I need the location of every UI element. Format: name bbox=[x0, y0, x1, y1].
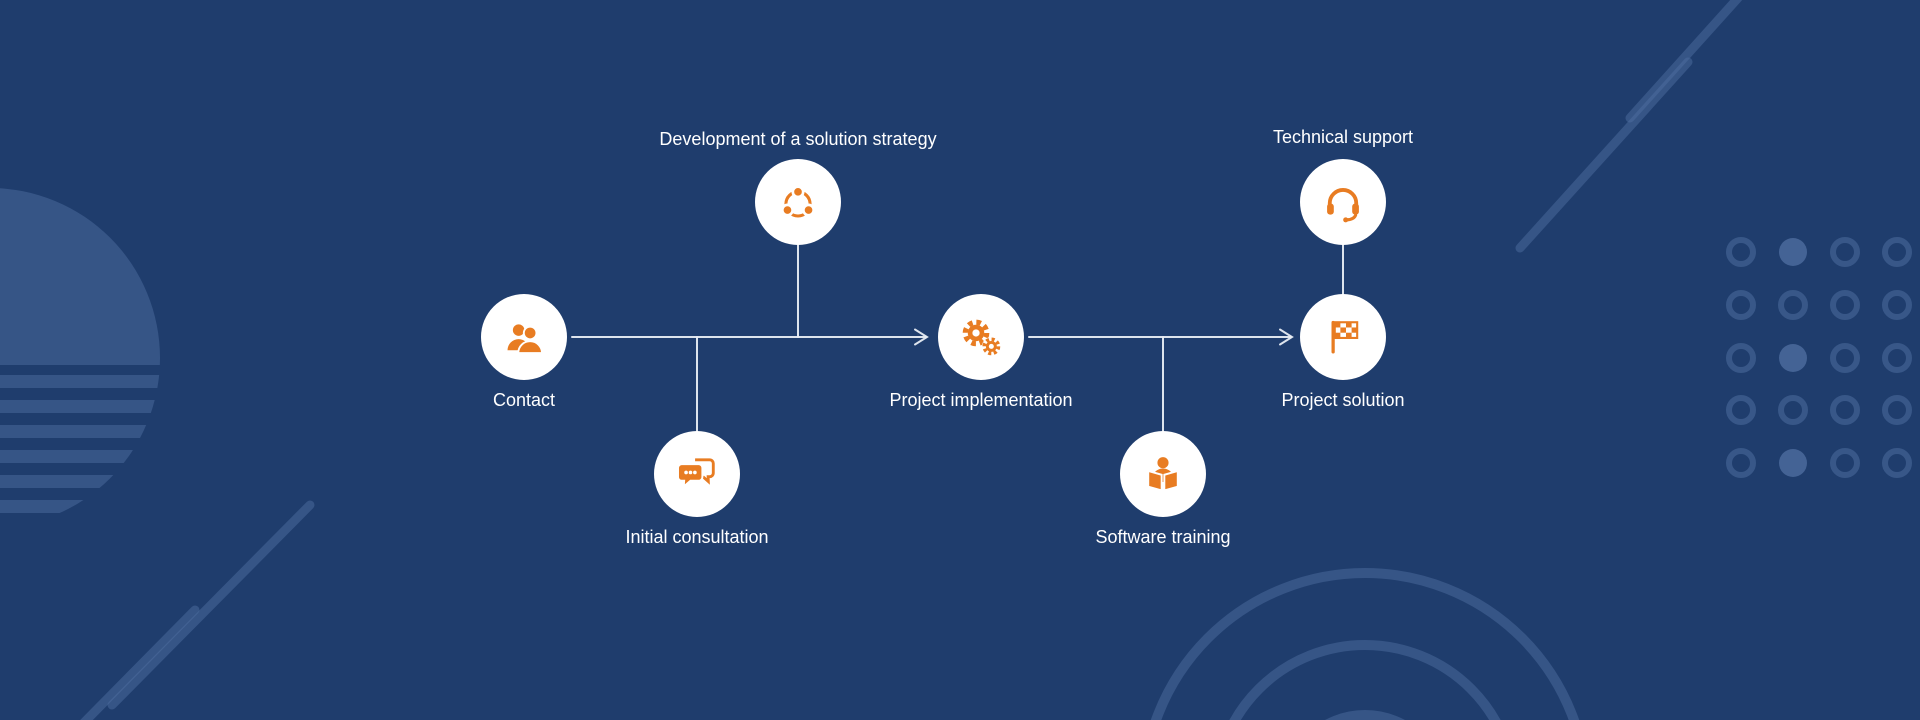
step-label-project-solution: Project solution bbox=[1281, 390, 1405, 410]
arrowhead-1 bbox=[914, 328, 929, 346]
step-label-contact: Contact bbox=[492, 390, 556, 410]
step-node-project-solution bbox=[1300, 294, 1386, 380]
open-book-reader-icon bbox=[1147, 457, 1179, 492]
step-label-software-training: Software training bbox=[1095, 527, 1231, 547]
arrowhead-2 bbox=[1279, 328, 1294, 346]
step-label-initial-consultation: Initial consultation bbox=[625, 527, 769, 547]
step-node-solution-strategy bbox=[755, 159, 841, 245]
chat-bubbles-icon bbox=[677, 458, 715, 489]
step-label-project-implementation: Project implementation bbox=[889, 390, 1073, 410]
step-node-technical-support bbox=[1300, 159, 1386, 245]
users-icon bbox=[507, 324, 543, 355]
concentric-circles-decoration bbox=[1150, 568, 1580, 720]
network-nodes-icon bbox=[780, 185, 816, 218]
headset-icon bbox=[1327, 188, 1359, 223]
step-node-contact bbox=[481, 294, 567, 380]
step-label-technical-support: Technical support bbox=[1272, 127, 1414, 147]
step-node-initial-consultation bbox=[654, 431, 740, 517]
step-node-project-implementation bbox=[938, 294, 1024, 380]
step-label-solution-strategy: Development of a solution strategy bbox=[659, 129, 937, 149]
dots-grid-decoration bbox=[1726, 237, 1912, 478]
diagonal-lines-bottom-left bbox=[80, 500, 315, 720]
step-node-software-training bbox=[1120, 431, 1206, 517]
checkered-flag-icon bbox=[1331, 320, 1359, 354]
gears-icon bbox=[962, 319, 1001, 356]
diagonal-lines-top-right bbox=[1515, 0, 1743, 253]
